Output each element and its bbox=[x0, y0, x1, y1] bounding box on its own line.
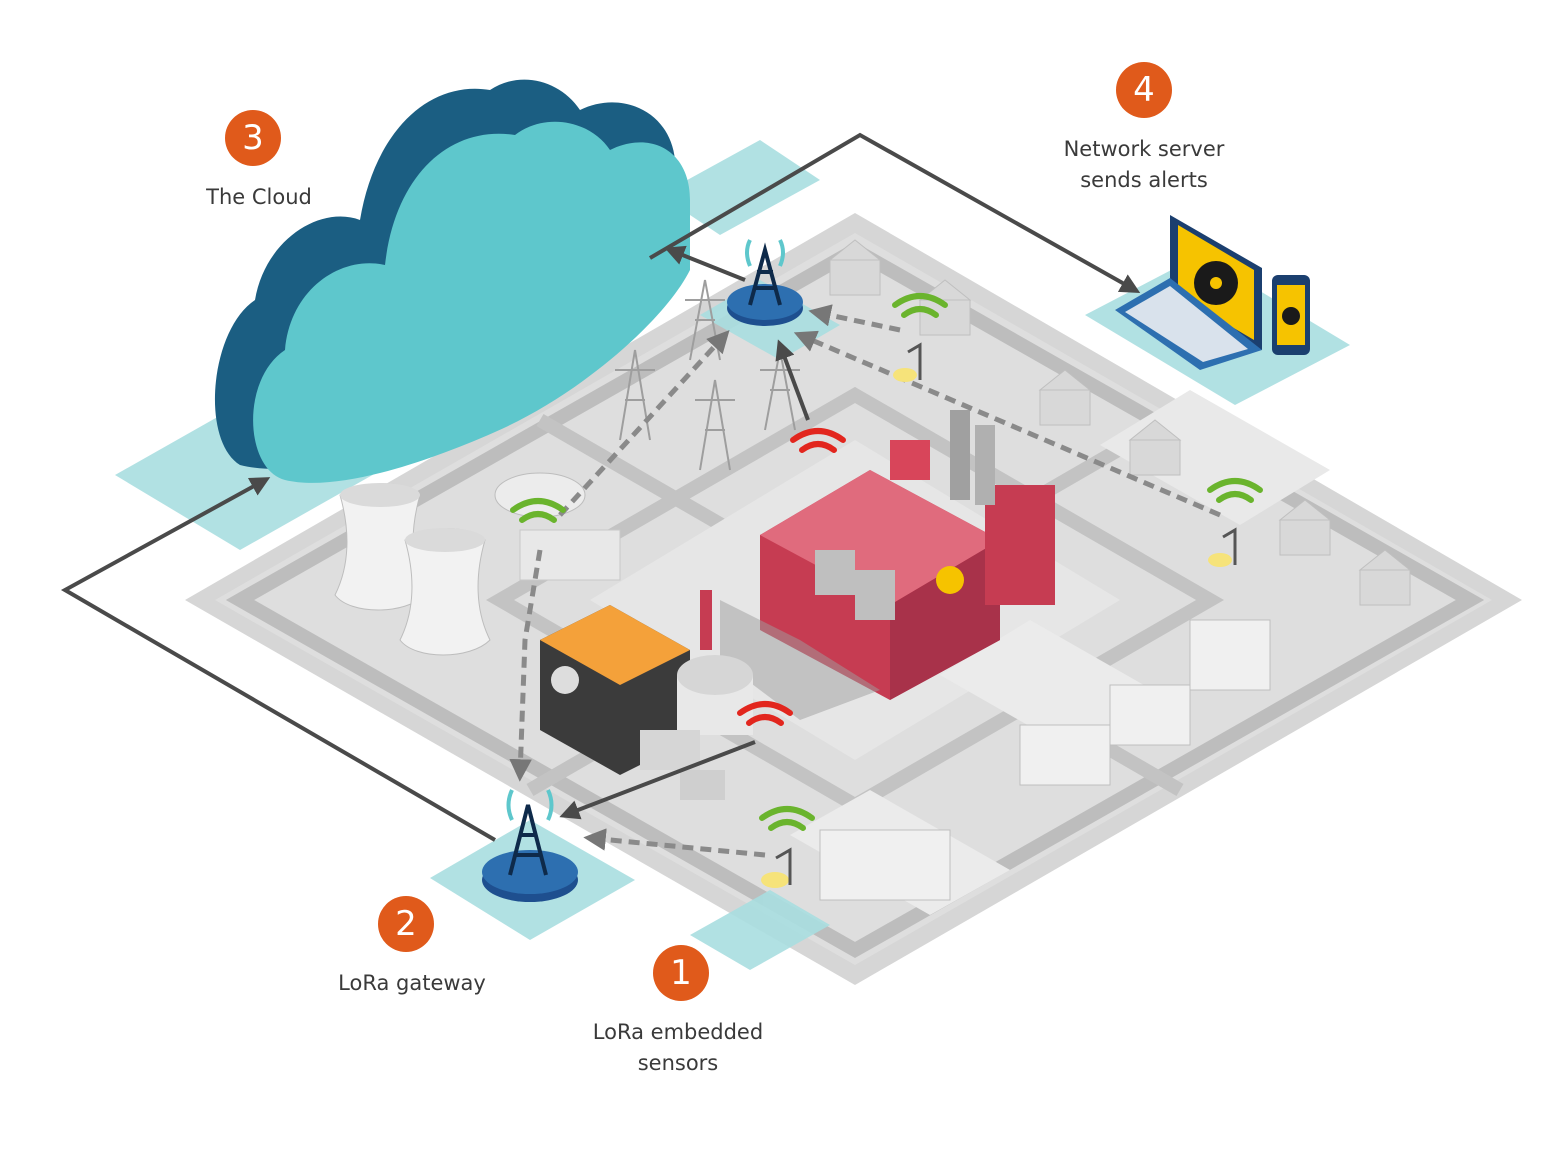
step-4-label: Network server sends alerts bbox=[1063, 137, 1225, 192]
step-4-badge: 4 bbox=[1116, 62, 1172, 118]
house-icon bbox=[828, 239, 1412, 606]
step-2-badge: 2 bbox=[378, 896, 434, 952]
gateway-tower-icon bbox=[482, 239, 803, 902]
step-3-badge: 3 bbox=[225, 110, 281, 166]
power-pylons bbox=[615, 279, 800, 471]
sensor-uplinks bbox=[509, 304, 1221, 858]
street-lamp-icon bbox=[761, 342, 1237, 888]
reactor-building bbox=[540, 590, 753, 800]
wifi-signal-icon bbox=[510, 293, 1263, 831]
phone-icon bbox=[1272, 275, 1310, 355]
office-buildings bbox=[819, 619, 1271, 901]
step-3-label: The Cloud bbox=[206, 185, 312, 209]
laptop-icon bbox=[1115, 215, 1262, 370]
step-1-label: LoRa embedded sensors bbox=[592, 1020, 764, 1075]
step-1-badge: 1 bbox=[653, 945, 709, 1001]
data-flow-arrows bbox=[60, 132, 1141, 842]
cloud-icon bbox=[214, 79, 690, 483]
step-2-label: LoRa gateway bbox=[338, 971, 486, 995]
factory-icon bbox=[720, 410, 1055, 720]
